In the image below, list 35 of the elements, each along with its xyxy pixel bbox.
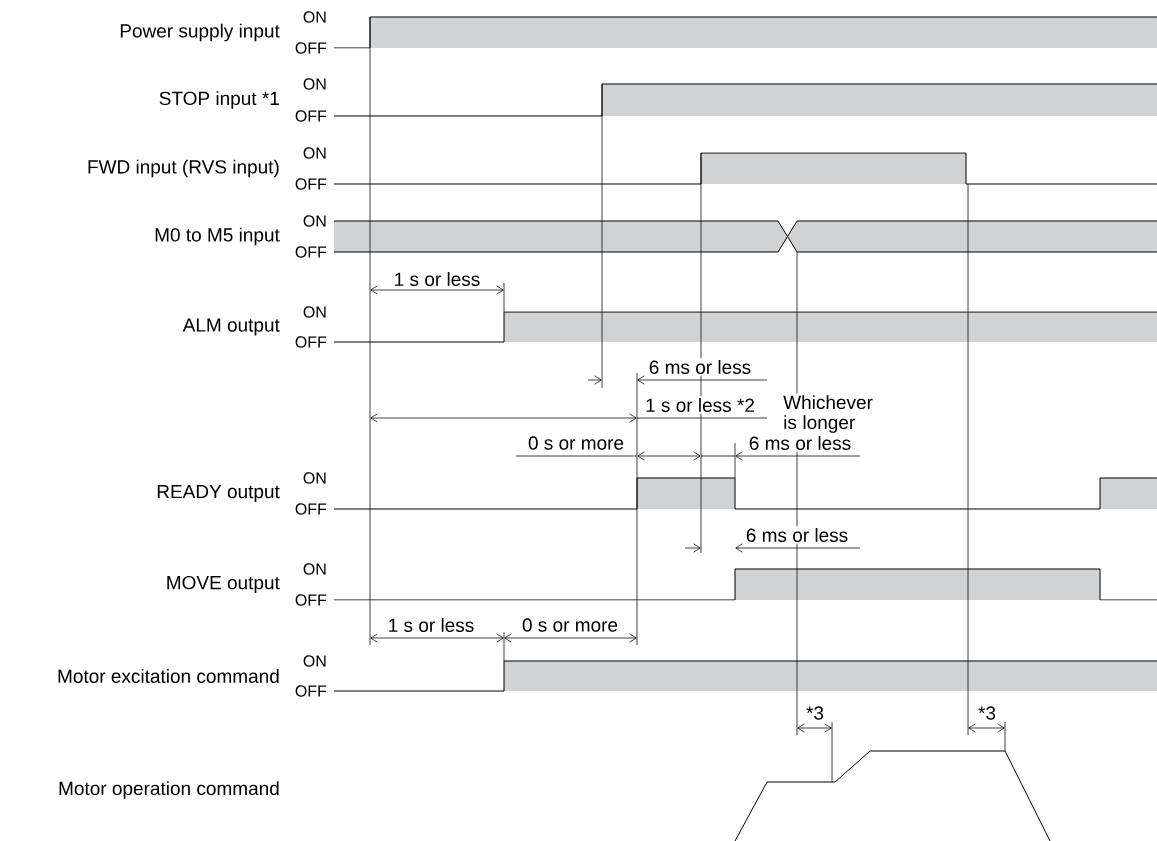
note-label: *3	[976, 704, 998, 722]
state-label: ON	[303, 655, 326, 667]
signal-name: ALM output	[182, 318, 280, 336]
state-label: OFF	[295, 110, 327, 122]
state-label: OFF	[295, 246, 327, 258]
state-label: ON	[303, 147, 326, 159]
signal-name: FWD input (RVS input)	[88, 159, 279, 178]
signal-name: Motor excitation command	[58, 669, 279, 683]
dimension-label: 0 s or more	[520, 616, 620, 634]
signal-name: Power supply input	[120, 23, 280, 42]
dimension-label: 6 ms or less	[647, 358, 753, 376]
dimension-label: 6 ms or less	[747, 434, 853, 452]
state-label: OFF	[295, 42, 327, 54]
state-label: ON	[303, 78, 326, 90]
state-label: OFF	[295, 685, 327, 697]
state-label: OFF	[295, 503, 327, 515]
state-label: ON	[303, 11, 326, 23]
note-label: *3	[804, 704, 826, 722]
dimension-label: 1 s or less *2	[643, 396, 757, 414]
state-label: ON	[303, 215, 326, 227]
signal-name: READY output	[157, 485, 280, 502]
signal-name: STOP input *1	[159, 91, 279, 109]
state-label: OFF	[295, 336, 327, 348]
state-label: ON	[303, 472, 326, 484]
state-label: ON	[303, 563, 326, 575]
dimension-label: 1 s or less	[392, 270, 482, 288]
dimension-label: 6 ms or less	[744, 526, 850, 544]
signal-name: Motor operation command	[59, 781, 279, 799]
dimension-label: 1 s or less	[386, 616, 476, 634]
state-label: ON	[303, 306, 326, 318]
dimension-label: 0 s or more	[526, 434, 626, 452]
signal-name: M0 to M5 input	[155, 227, 280, 246]
state-label: OFF	[295, 594, 327, 606]
state-label: OFF	[295, 178, 327, 190]
signal-name: MOVE output	[167, 575, 280, 594]
